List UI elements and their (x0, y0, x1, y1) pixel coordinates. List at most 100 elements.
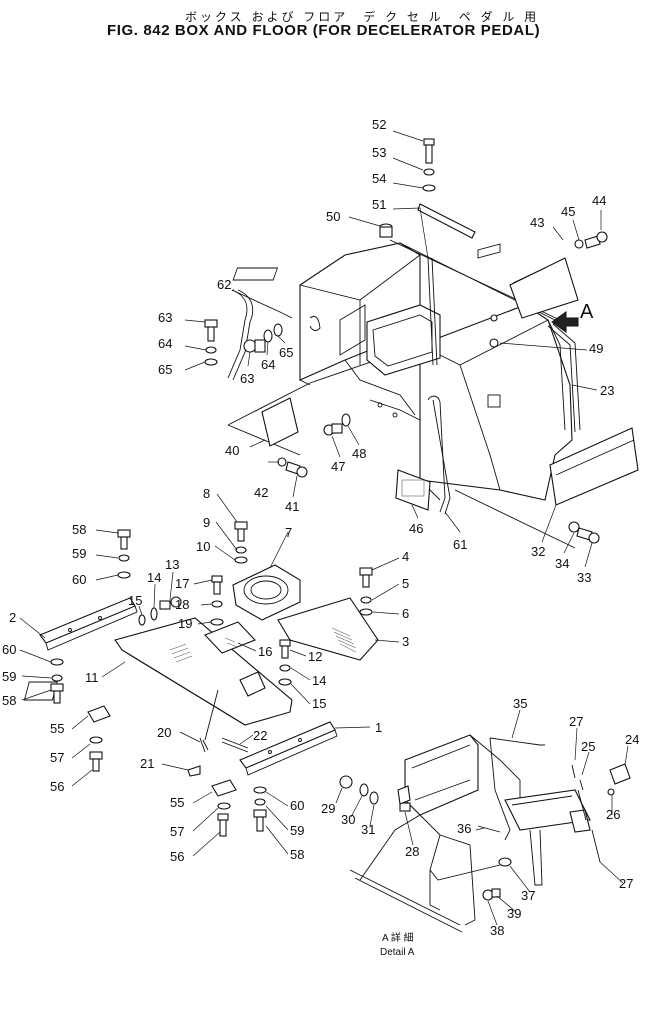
callout-42: 42 (254, 485, 268, 500)
callout-6: 6 (402, 606, 409, 621)
bolt-41 (277, 457, 308, 478)
pedal-plate-7 (232, 564, 301, 621)
callout-18: 18 (175, 597, 189, 612)
callout-47: 47 (331, 459, 345, 474)
callout-45: 45 (561, 204, 575, 219)
callout-35: 35 (513, 696, 527, 711)
callout-23: 23 (600, 383, 614, 398)
callout-5: 5 (402, 576, 409, 591)
callout-43: 43 (530, 215, 544, 230)
callout-24: 24 (625, 732, 639, 747)
callout-63-mid: 63 (240, 371, 254, 386)
leader-lines (19, 130, 629, 926)
callout-27-upper: 27 (569, 714, 583, 729)
bolt-33 (568, 521, 600, 544)
callout-29: 29 (321, 801, 335, 816)
callout-62: 62 (217, 277, 231, 292)
handle-62 (227, 289, 248, 379)
callout-28: 28 (405, 844, 419, 859)
callout-58-left: 58 (2, 693, 16, 708)
callout-15-left: 15 (128, 593, 142, 608)
spacer-55-lower (211, 779, 237, 837)
callout-59-upper: 59 (72, 546, 86, 561)
callout-1: 1 (375, 720, 382, 735)
callout-53: 53 (372, 145, 386, 160)
callout-60-upper: 60 (72, 572, 86, 587)
callout-64-mid: 64 (261, 357, 275, 372)
callout-9: 9 (203, 515, 210, 530)
callout-8: 8 (203, 486, 210, 501)
bolt-63 (204, 319, 218, 366)
callout-48: 48 (352, 446, 366, 461)
callout-20: 20 (157, 725, 171, 740)
callout-41: 41 (285, 499, 299, 514)
callout-33: 33 (577, 570, 591, 585)
callout-22: 22 (253, 728, 267, 743)
bolt-63-mid (243, 323, 283, 353)
bolt-12 (278, 639, 292, 686)
knob-50 (379, 223, 393, 238)
callout-4: 4 (402, 549, 409, 564)
callout-37: 37 (521, 888, 535, 903)
callout-30: 30 (341, 812, 355, 827)
floor-plate-11 (114, 617, 293, 726)
callout-46: 46 (409, 521, 423, 536)
callout-50: 50 (326, 209, 340, 224)
callout-19: 19 (178, 616, 192, 631)
callout-65-left: 65 (158, 362, 172, 377)
callout-59-lower: 59 (290, 823, 304, 838)
callout-56-lower: 56 (170, 849, 184, 864)
callout-54: 54 (372, 171, 386, 186)
panel-32 (549, 427, 639, 506)
callout-32: 32 (531, 544, 545, 559)
bolt-58-left (50, 658, 64, 704)
detail-a-caption: Detail A (380, 947, 415, 958)
callout-57-left: 57 (50, 750, 64, 765)
cover-plate-40 (261, 397, 299, 447)
bolt-52 (422, 138, 436, 192)
detail-a-caption-japanese: A 詳 細 (382, 931, 414, 944)
callout-55-left: 55 (50, 721, 64, 736)
callout-64-left: 64 (158, 336, 172, 351)
callout-12: 12 (308, 649, 322, 664)
small-plate-16 (204, 621, 256, 654)
callout-15-right: 15 (312, 696, 326, 711)
callout-17: 17 (175, 576, 189, 591)
view-arrow-a: A (551, 301, 594, 333)
figure-title: FIG. 842 BOX AND FLOOR (FOR DECELERATOR … (107, 22, 541, 39)
callout-59-left: 59 (2, 669, 16, 684)
detail-a (339, 734, 631, 933)
callout-52: 52 (372, 117, 386, 132)
grating-plate-3 (277, 597, 379, 661)
cover-plate-43 (509, 257, 579, 319)
spacer-55-left (87, 705, 111, 772)
callout-65-mid: 65 (279, 345, 293, 360)
callout-2: 2 (9, 610, 16, 625)
bolt-8 (234, 521, 248, 564)
callout-60-left: 60 (2, 642, 16, 657)
callout-11: 11 (85, 670, 99, 685)
callout-34: 34 (555, 556, 569, 571)
callout-14-left: 14 (147, 570, 161, 585)
callout-14-right: 14 (312, 673, 326, 688)
callout-3: 3 (402, 634, 409, 649)
callout-55-lower: 55 (170, 795, 184, 810)
callout-40: 40 (225, 443, 239, 458)
bolt-47 (323, 413, 351, 436)
callout-7: 7 (285, 525, 292, 540)
callout-27-lower: 27 (619, 876, 633, 891)
callout-25: 25 (581, 739, 595, 754)
bolt-58-lower (253, 786, 267, 832)
callout-10: 10 (196, 539, 210, 554)
callout-49: 49 (589, 341, 603, 356)
callout-26: 26 (606, 807, 620, 822)
callout-labels: 52 53 54 51 50 43 45 44 62 63 64 65 64 6… (2, 117, 639, 958)
callout-58-lower: 58 (290, 847, 304, 862)
nut-49 (489, 338, 499, 348)
callout-60-lower: 60 (290, 798, 304, 813)
callout-51: 51 (372, 197, 386, 212)
callout-38: 38 (490, 923, 504, 938)
bolt-17 (210, 575, 224, 626)
bolt-4 (359, 567, 373, 616)
